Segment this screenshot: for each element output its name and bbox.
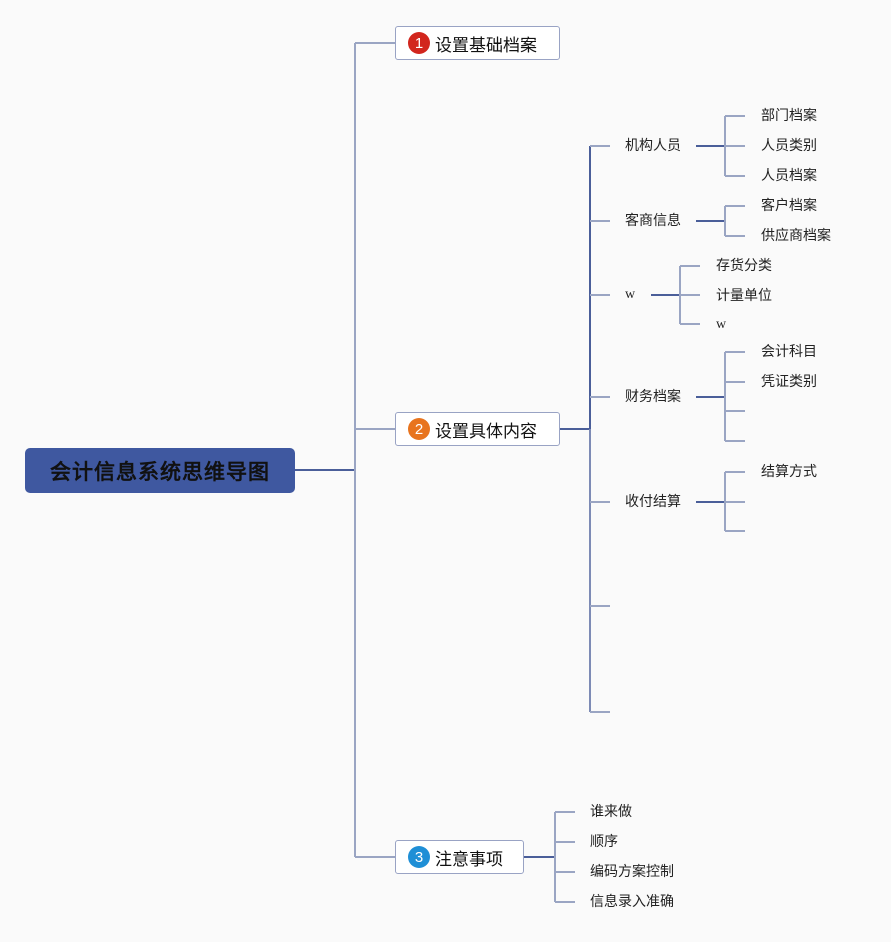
subtopic[interactable]: w — [716, 317, 727, 332]
subtopic[interactable]: 客户档案 — [761, 198, 817, 214]
note-item[interactable]: 信息录入准确 — [590, 894, 674, 910]
number-badge-3-icon: 3 — [408, 846, 430, 868]
number-badge-2-icon: 2 — [408, 418, 430, 440]
branch-node-3[interactable]: 3 注意事项 — [395, 840, 524, 874]
branch-node-label: 设置基础档案 — [435, 35, 537, 56]
topic-caiwu-dangan[interactable]: 财务档案 — [625, 389, 681, 405]
root-node-label: 会计信息系统思维导图 — [50, 459, 270, 484]
subtopic[interactable]: 人员档案 — [761, 168, 817, 184]
branch-node-2[interactable]: 2 设置具体内容 — [395, 412, 560, 446]
subtopic[interactable]: 会计科目 — [761, 344, 817, 360]
subtopic[interactable]: 存货分类 — [716, 258, 772, 274]
subtopic[interactable]: 计量单位 — [716, 288, 772, 304]
subtopic[interactable]: 人员类别 — [761, 138, 817, 154]
topic-jigou-renyuan[interactable]: 机构人员 — [625, 138, 681, 154]
branch-node-label: 设置具体内容 — [435, 421, 537, 442]
subtopic[interactable]: 部门档案 — [761, 108, 817, 124]
topic-w[interactable]: w — [625, 287, 636, 302]
note-item[interactable]: 谁来做 — [590, 804, 632, 820]
subtopic[interactable]: 供应商档案 — [761, 228, 831, 244]
root-node[interactable]: 会计信息系统思维导图 — [25, 448, 295, 493]
branch-node-1[interactable]: 1 设置基础档案 — [395, 26, 560, 60]
note-item[interactable]: 编码方案控制 — [590, 864, 674, 880]
topic-keshang-xinxi[interactable]: 客商信息 — [625, 213, 681, 229]
note-item[interactable]: 顺序 — [590, 834, 618, 850]
subtopic[interactable]: 结算方式 — [761, 464, 817, 480]
branch-node-label: 注意事项 — [435, 849, 503, 870]
subtopic[interactable]: 凭证类别 — [761, 374, 817, 390]
topic-shoufu-jiesuan[interactable]: 收付结算 — [625, 494, 681, 510]
number-badge-1-icon: 1 — [408, 32, 430, 54]
